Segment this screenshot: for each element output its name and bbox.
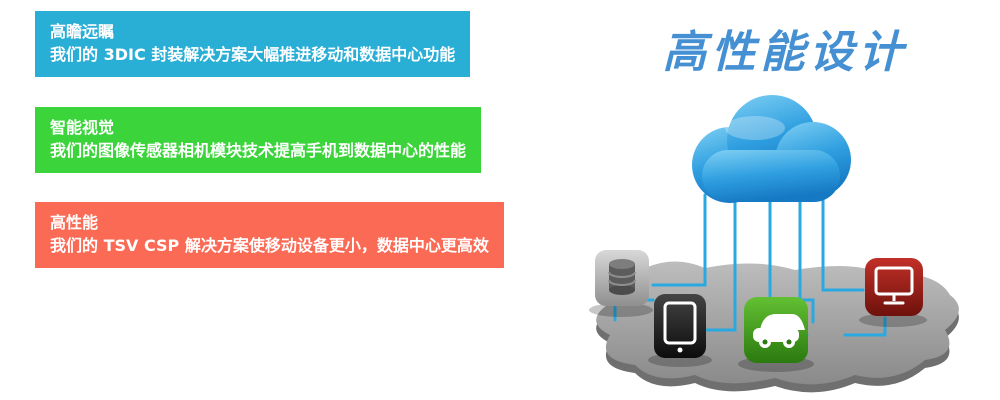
banner-smart-vision: 智能视觉 我们的图像传感器相机模块技术提高手机到数据中心的性能: [35, 107, 482, 173]
tablet-icon: [654, 294, 706, 358]
banner-smart-vision-title: 智能视觉: [50, 118, 115, 137]
banner-vision: 高瞻远瞩 我们的 3DIC 封装解决方案大幅推进移动和数据中心功能: [35, 11, 471, 77]
cloud-network-illustration: [589, 95, 959, 393]
banner-smart-vision-subtitle: 我们的图像传感器相机模块技术提高手机到数据中心的性能: [50, 141, 467, 160]
banner-performance-title: 高性能: [50, 213, 99, 232]
page-title: 高性能设计: [662, 27, 908, 78]
laptop-icon: [865, 258, 923, 316]
banner-performance: 高性能 我们的 TSV CSP 解决方案使移动设备更小，数据中心更高效: [35, 202, 504, 268]
banner-performance-subtitle: 我们的 TSV CSP 解决方案使移动设备更小，数据中心更高效: [50, 236, 489, 255]
car-icon: [744, 297, 808, 363]
banner-vision-title: 高瞻远瞩: [50, 22, 115, 41]
cloud-icon: [692, 95, 851, 203]
database-icon: [595, 250, 649, 306]
banner-vision-subtitle: 我们的 3DIC 封装解决方案大幅推进移动和数据中心功能: [50, 45, 456, 64]
